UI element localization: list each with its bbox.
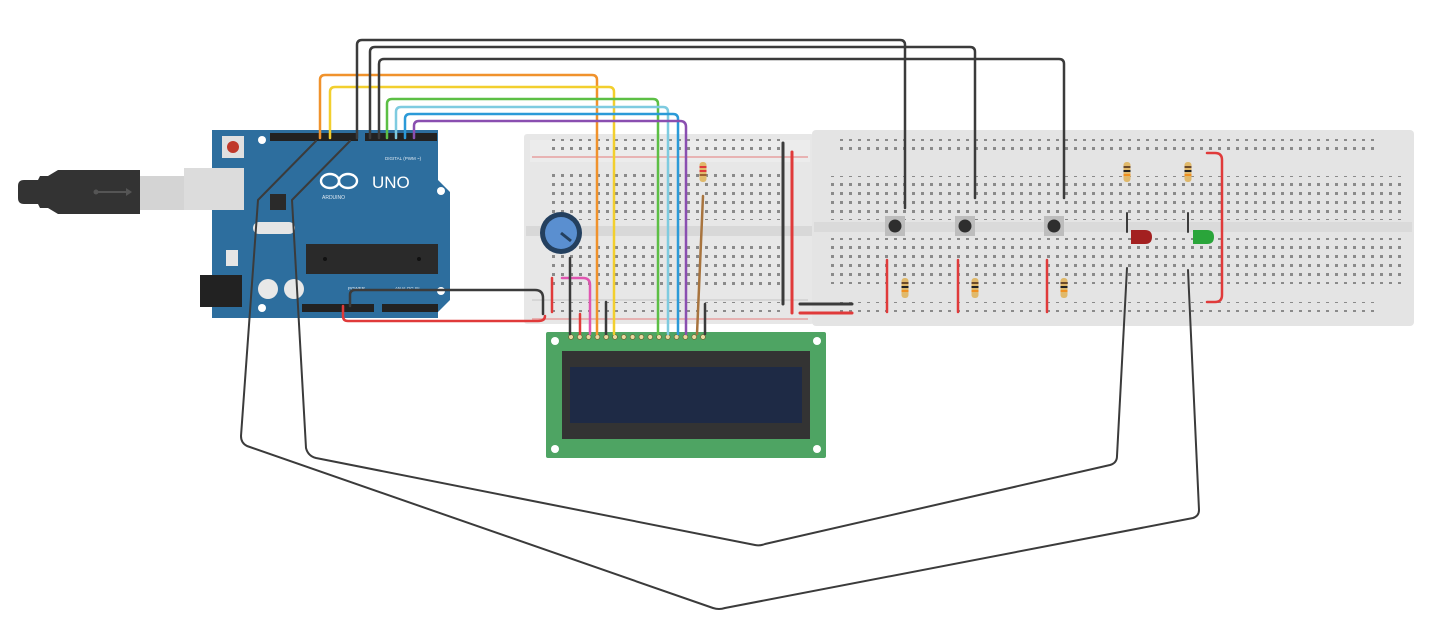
lcd-pin[interactable] <box>603 334 609 340</box>
breadboard-large[interactable] <box>812 130 1414 326</box>
wire-gnd-loop[interactable] <box>1205 151 1224 304</box>
crystal <box>253 222 295 234</box>
wire-green[interactable] <box>385 97 660 336</box>
arduino-brand-label: ARDUINO <box>322 195 345 201</box>
red-led[interactable] <box>1131 230 1152 244</box>
analog-header <box>382 304 438 312</box>
wire-light-blue[interactable] <box>394 105 670 336</box>
capacitor-2 <box>284 279 304 299</box>
wire-gnd-arduino[interactable] <box>348 288 545 316</box>
atmega-chip <box>306 244 438 274</box>
lcd-pin[interactable] <box>594 334 601 340</box>
lcd-pin[interactable] <box>700 334 706 340</box>
resistor[interactable] <box>1184 162 1192 182</box>
wire-pot-pink[interactable] <box>560 276 592 336</box>
lcd-pin[interactable] <box>673 334 680 340</box>
wire-yellow[interactable] <box>328 85 616 336</box>
pushbutton-2[interactable] <box>955 216 975 236</box>
lcd-pin[interactable] <box>577 334 583 340</box>
uno-label: UNO <box>372 173 410 192</box>
resistor[interactable] <box>971 278 979 298</box>
resistor[interactable] <box>1060 278 1068 298</box>
usb-chip <box>270 194 286 210</box>
lcd-pin[interactable] <box>612 334 618 340</box>
green-led[interactable] <box>1193 230 1214 244</box>
arduino-uno[interactable]: UNO ARDUINO DIGITAL (PWM ~) POWER ANALOG… <box>184 130 450 318</box>
usb-cable <box>18 170 185 214</box>
arduino-logo-icon <box>319 172 359 190</box>
capacitor-1 <box>258 279 278 299</box>
lcd-pin[interactable] <box>691 334 697 340</box>
wire-button-2[interactable] <box>368 45 977 200</box>
lcd-pin[interactable] <box>656 334 662 340</box>
digital-header-left <box>270 133 358 141</box>
wire-backlight-brown[interactable] <box>695 194 705 336</box>
usb-b-port <box>184 168 244 210</box>
lcd-pin[interactable] <box>629 334 636 340</box>
power-jack <box>200 275 242 307</box>
wire-button-3[interactable] <box>377 57 1066 200</box>
wire-button-1[interactable] <box>355 38 907 210</box>
resistor[interactable] <box>699 162 707 182</box>
potentiometer[interactable] <box>540 212 582 254</box>
lcd-16x2[interactable] <box>546 332 826 458</box>
usb-icon <box>93 188 132 196</box>
lcd-pin-row <box>568 334 706 340</box>
wire-5v-arduino[interactable] <box>341 304 547 323</box>
power-header <box>302 304 374 312</box>
analog-header-label: ANALOG IN <box>395 286 420 291</box>
resistor[interactable] <box>901 278 909 298</box>
lcd-pin[interactable] <box>585 334 592 340</box>
lcd-pin[interactable] <box>638 334 645 340</box>
power-header-label: POWER <box>348 286 366 291</box>
wire-green-led[interactable] <box>240 140 1200 610</box>
wires <box>240 38 1224 610</box>
resistors <box>699 162 1192 298</box>
lcd-pin[interactable] <box>621 334 627 340</box>
lcd-pin[interactable] <box>647 334 653 340</box>
pushbutton-1[interactable] <box>885 216 905 236</box>
pushbutton-3[interactable] <box>1044 216 1064 236</box>
lcd-pin[interactable] <box>568 334 574 340</box>
digital-header-label: DIGITAL (PWM ~) <box>385 156 422 161</box>
digital-header-right <box>365 133 437 141</box>
wire-purple[interactable] <box>412 119 688 336</box>
wire-blue[interactable] <box>403 112 680 336</box>
wire-orange[interactable] <box>318 73 599 336</box>
lcd-pin[interactable] <box>665 334 671 340</box>
regulator <box>226 250 238 266</box>
resistor[interactable] <box>1123 162 1131 182</box>
lcd-screen <box>570 367 802 423</box>
lcd-pin[interactable] <box>682 334 689 340</box>
wire-red-led[interactable] <box>291 140 1128 547</box>
